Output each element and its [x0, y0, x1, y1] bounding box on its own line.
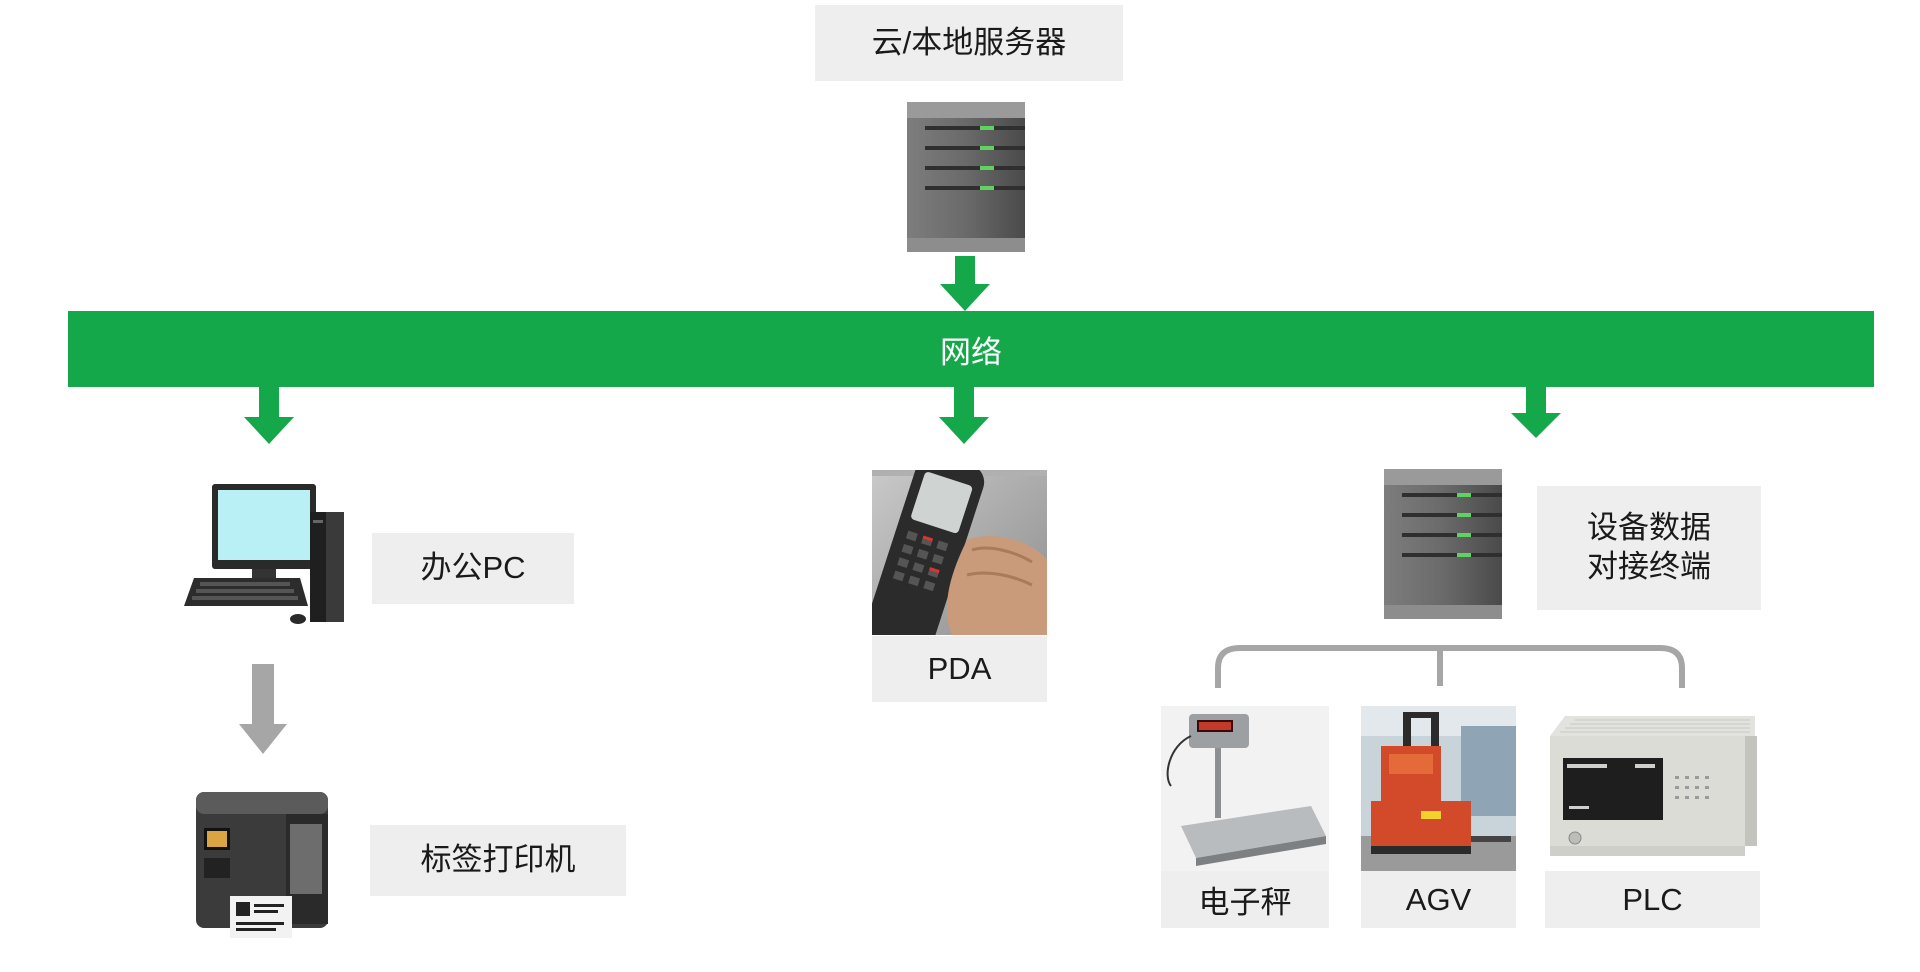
arrow-network-to-device-terminal	[1509, 387, 1563, 438]
cloud-server-label-text: 云/本地服务器	[871, 24, 1067, 60]
arrow-network-to-pda	[937, 387, 991, 444]
bracket-connector	[1210, 640, 1690, 690]
pda-photo	[872, 470, 1047, 635]
network-label: 网络	[940, 334, 1002, 370]
pda-label: PDA	[927, 651, 992, 686]
pda-caption: PDA	[872, 636, 1047, 702]
arrow-network-to-office-pc	[242, 387, 296, 444]
plc-photo	[1545, 706, 1760, 871]
agv-caption: AGV	[1361, 871, 1516, 928]
network-bar: 网络	[68, 311, 1874, 387]
device-terminal-label-line2: 对接终端	[1587, 549, 1711, 584]
label-printer-label: 标签打印机	[370, 825, 626, 896]
server-icon	[905, 100, 1030, 255]
cloud-server-label: 云/本地服务器	[815, 5, 1123, 81]
label-printer-label-text: 标签打印机	[420, 842, 576, 878]
plc-label: PLC	[1622, 881, 1683, 917]
device-terminal-label-line1: 设备数据	[1587, 510, 1711, 546]
device-terminal-server-icon	[1382, 467, 1507, 622]
office-pc-label-text: 办公PC	[420, 550, 526, 586]
arrow-pc-to-printer	[238, 664, 288, 754]
arrow-server-to-network	[938, 256, 992, 311]
scale-photo	[1161, 706, 1329, 871]
office-pc-label: 办公PC	[372, 533, 574, 604]
plc-caption: PLC	[1545, 871, 1760, 928]
agv-label: AGV	[1405, 881, 1472, 917]
office-pc-icon	[180, 482, 360, 627]
label-printer-icon	[190, 788, 335, 940]
scale-label: 电子秤	[1198, 885, 1292, 920]
scale-caption: 电子秤	[1161, 871, 1329, 928]
device-terminal-label: 设备数据 对接终端	[1537, 486, 1761, 610]
agv-photo	[1361, 706, 1516, 871]
